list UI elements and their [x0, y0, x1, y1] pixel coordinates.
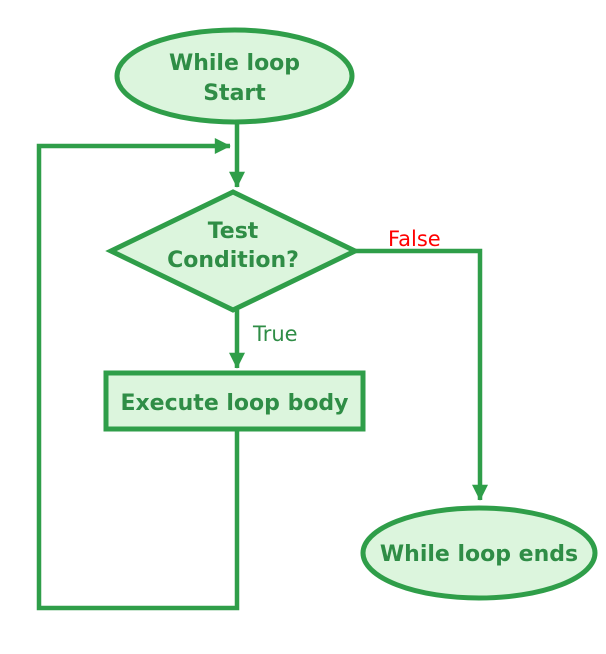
condition-diamond: [105, 189, 361, 313]
edge-false: [355, 248, 488, 501]
edge-loopback: [36, 138, 240, 611]
condition-label-line2: Condition?: [167, 248, 299, 273]
true-branch-label: True: [252, 322, 298, 346]
condition-label-line1: Test: [208, 219, 259, 244]
body-rect: [103, 370, 366, 432]
end-label: While loop ends: [380, 542, 578, 567]
start-ellipse: [114, 27, 355, 125]
start-label-line1: While loop: [169, 51, 300, 76]
end-ellipse: [360, 505, 598, 601]
start-label-line2: Start: [203, 81, 266, 106]
body-label: Execute loop body: [120, 391, 348, 416]
false-branch-label: False: [388, 227, 441, 251]
